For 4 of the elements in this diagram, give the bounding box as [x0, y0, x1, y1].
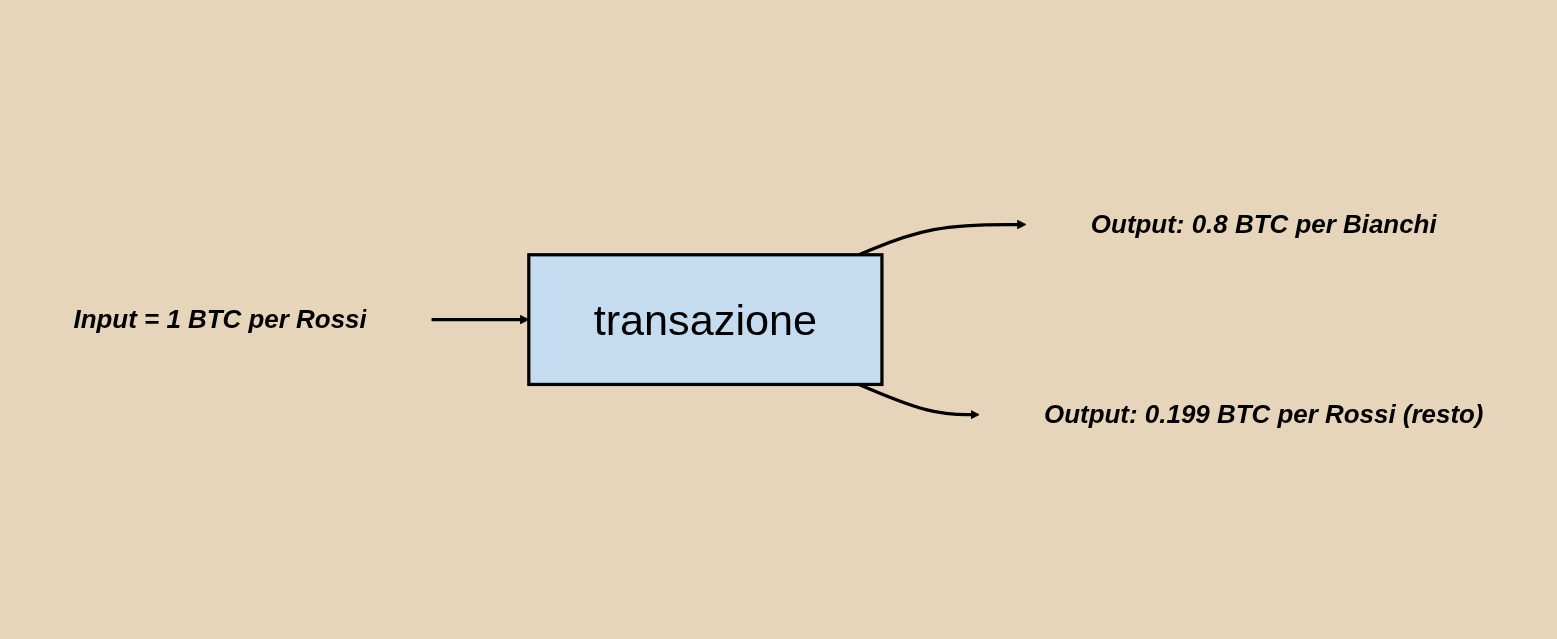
node-text: Output: 0.199 BTC per Rossi (resto) — [1044, 399, 1484, 429]
node-text: Output: 0.8 BTC per Bianchi — [1090, 209, 1437, 239]
node-text: Input = 1 BTC per Rossi — [73, 304, 367, 334]
node-box: transazione — [527, 253, 884, 386]
